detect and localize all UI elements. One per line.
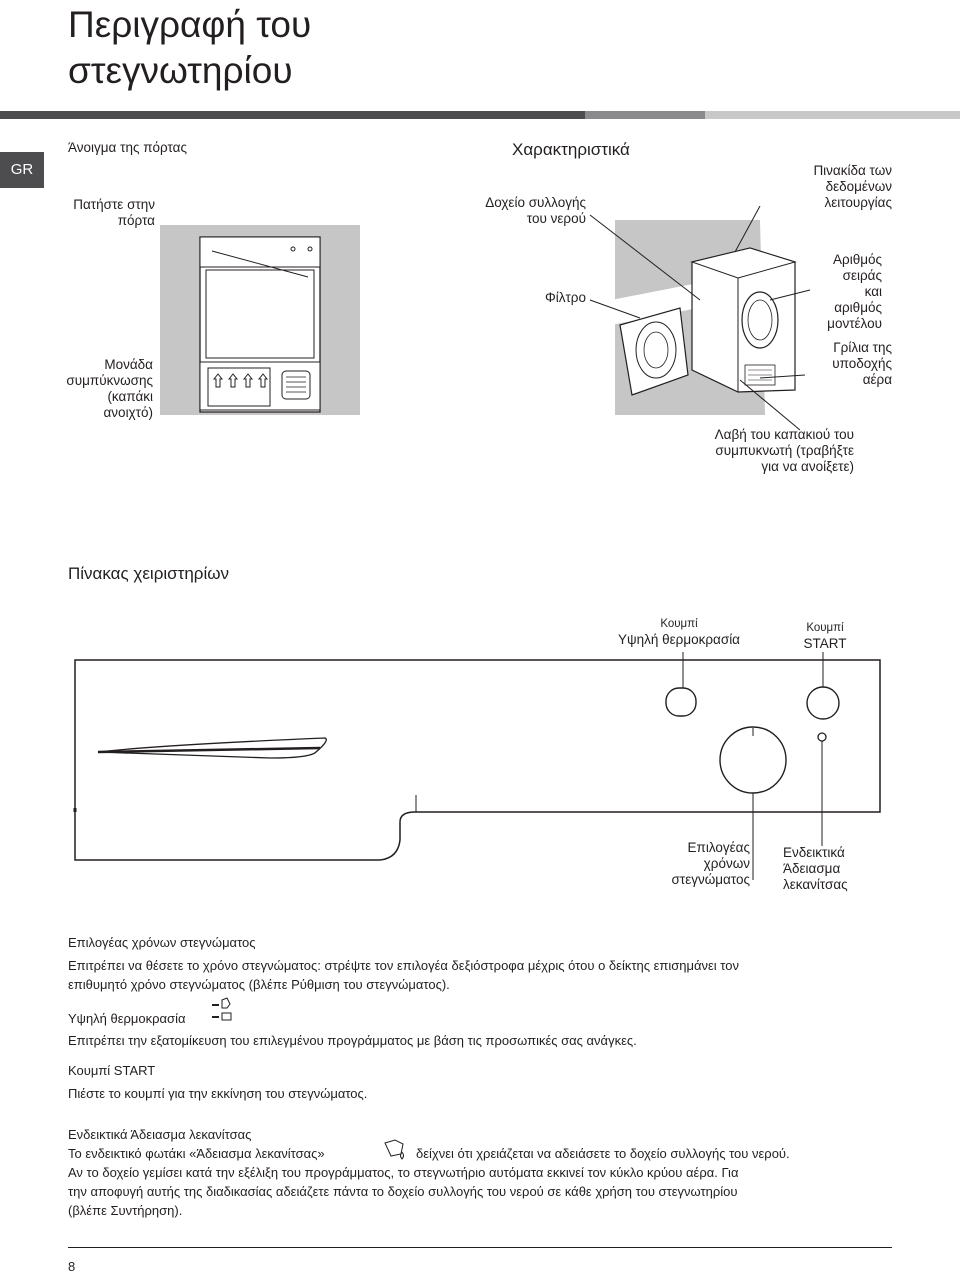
condenser-unit-label: Μονάδα συμπύκνωσης (καπάκι ανοιχτό) — [66, 357, 153, 420]
water-container-label: Δοχείο συλλογής του νερού — [485, 195, 586, 226]
press-door-label: Πατήστε στην πόρτα — [73, 197, 155, 228]
control-panel-heading: Πίνακας χειριστηρίων — [68, 564, 230, 583]
page-title: Περιγραφή του στεγνωτηρίου — [68, 4, 312, 91]
footer-rule — [68, 1247, 892, 1248]
empty-indicator-light — [817, 732, 827, 742]
timer-knob — [719, 726, 787, 794]
timer-knob-label: Επιλογέας χρόνων στεγνώματος — [671, 840, 750, 887]
language-tab: GR — [0, 152, 44, 188]
dryer-front-illustration — [160, 225, 360, 415]
high-temp-button — [665, 687, 697, 717]
features-heading: Χαρακτηριστικά — [512, 140, 630, 159]
empty-container-icon — [384, 1139, 404, 1160]
timer-description: Επιλογέας χρόνων στεγνώματος Επιτρέπει ν… — [68, 935, 739, 992]
serial-model-label: Αριθμός σειράς και αριθμός μοντέλου — [827, 252, 882, 331]
filter-label: Φίλτρο — [544, 290, 586, 305]
door-opening-heading: Άνοιγμα της πόρτας — [68, 140, 187, 155]
header-color-bar — [0, 111, 960, 119]
hightemp-description: Υψηλή θερμοκρασία Επιτρέπει την εξατομίκ… — [68, 997, 898, 1050]
empty-indicator-label: Ενδεικτικά Άδειασμα λεκανίτσας — [783, 845, 848, 892]
control-panel-illustration — [73, 652, 881, 880]
indicator-description: Ενδεικτικά Άδειασμα λεκανίτσας Το ενδεικ… — [68, 1127, 790, 1218]
high-temp-symbol-icon — [212, 997, 232, 1021]
page-number: 8 — [68, 1259, 76, 1274]
high-temp-button-label: Κουμπί Υψηλή θερμοκρασία — [617, 618, 740, 647]
air-grille-label: Γρίλια της υποδοχής αέρα — [832, 340, 892, 387]
feature-leader-lines — [589, 205, 811, 431]
dryer-open-illustration — [560, 220, 797, 415]
start-description: Κουμπί START Πιέστε το κουμπί για την εκ… — [68, 1063, 368, 1101]
rating-plate-label: Πινακίδα των δεδομένων λειτουργίας — [813, 163, 892, 210]
start-button-label: Κουμπί START — [803, 622, 847, 651]
start-button — [806, 686, 840, 720]
condenser-handle-label: Λαβή του καπακιού του συμπυκνωτή (τραβήξ… — [714, 427, 854, 474]
